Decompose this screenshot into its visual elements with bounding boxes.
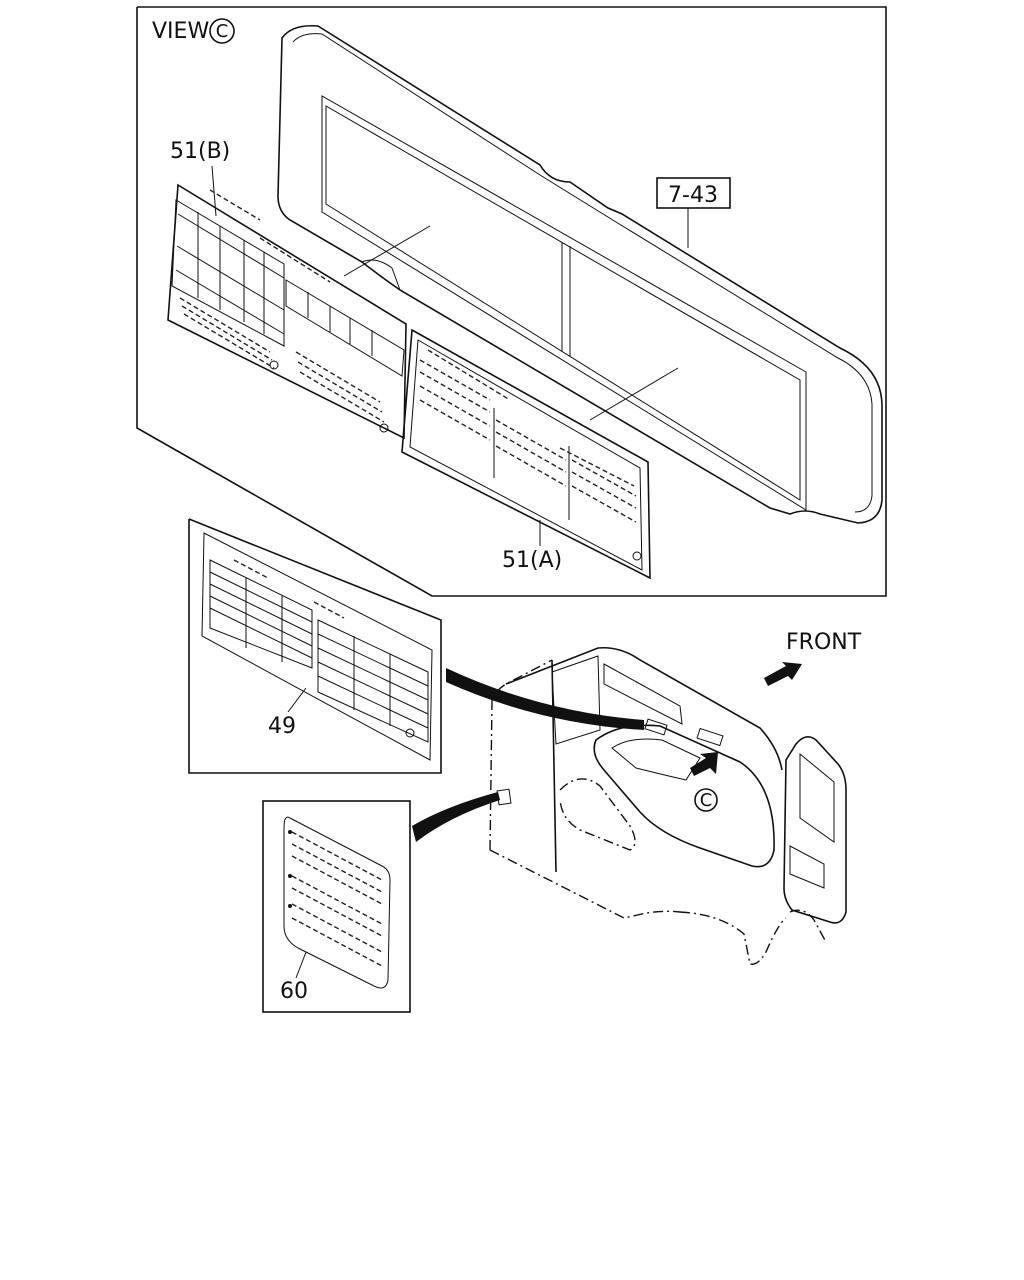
leader-51a bbox=[589, 367, 679, 421]
view-c-frame: VIEW C bbox=[136, 6, 887, 597]
view-c-arrow: C bbox=[690, 752, 718, 812]
front-indicator: FRONT bbox=[764, 630, 862, 686]
view-marker-circle: C bbox=[209, 18, 235, 44]
callout-49: 49 bbox=[268, 714, 296, 739]
callout-51b: 51(B) bbox=[170, 139, 230, 217]
callout-51a: 51(A) bbox=[502, 520, 562, 573]
front-label: FRONT bbox=[786, 630, 862, 655]
callout-7-43: 7-43 bbox=[656, 177, 731, 248]
arrow-marker: C bbox=[700, 790, 713, 811]
svg-text:51(A): 51(A) bbox=[502, 548, 562, 573]
overhead-console-tray bbox=[277, 24, 883, 524]
cab-interior bbox=[489, 646, 847, 965]
label-51b-warning-lamp-layout bbox=[167, 183, 407, 440]
view-label: VIEW bbox=[152, 19, 209, 44]
svg-text:C: C bbox=[216, 21, 229, 42]
leader-49 bbox=[446, 668, 644, 730]
svg-text:51(B): 51(B) bbox=[170, 139, 230, 164]
callout-60: 60 bbox=[280, 979, 308, 1004]
detail-60-label: 60 bbox=[262, 800, 411, 1013]
leader-51b bbox=[343, 225, 431, 277]
front-arrow-icon bbox=[764, 662, 802, 686]
label-51a-operating-cautions bbox=[401, 328, 651, 580]
leader-60 bbox=[412, 792, 500, 842]
detail-49-fuse-label: 49 bbox=[188, 518, 442, 774]
svg-text:7-43: 7-43 bbox=[668, 183, 718, 208]
